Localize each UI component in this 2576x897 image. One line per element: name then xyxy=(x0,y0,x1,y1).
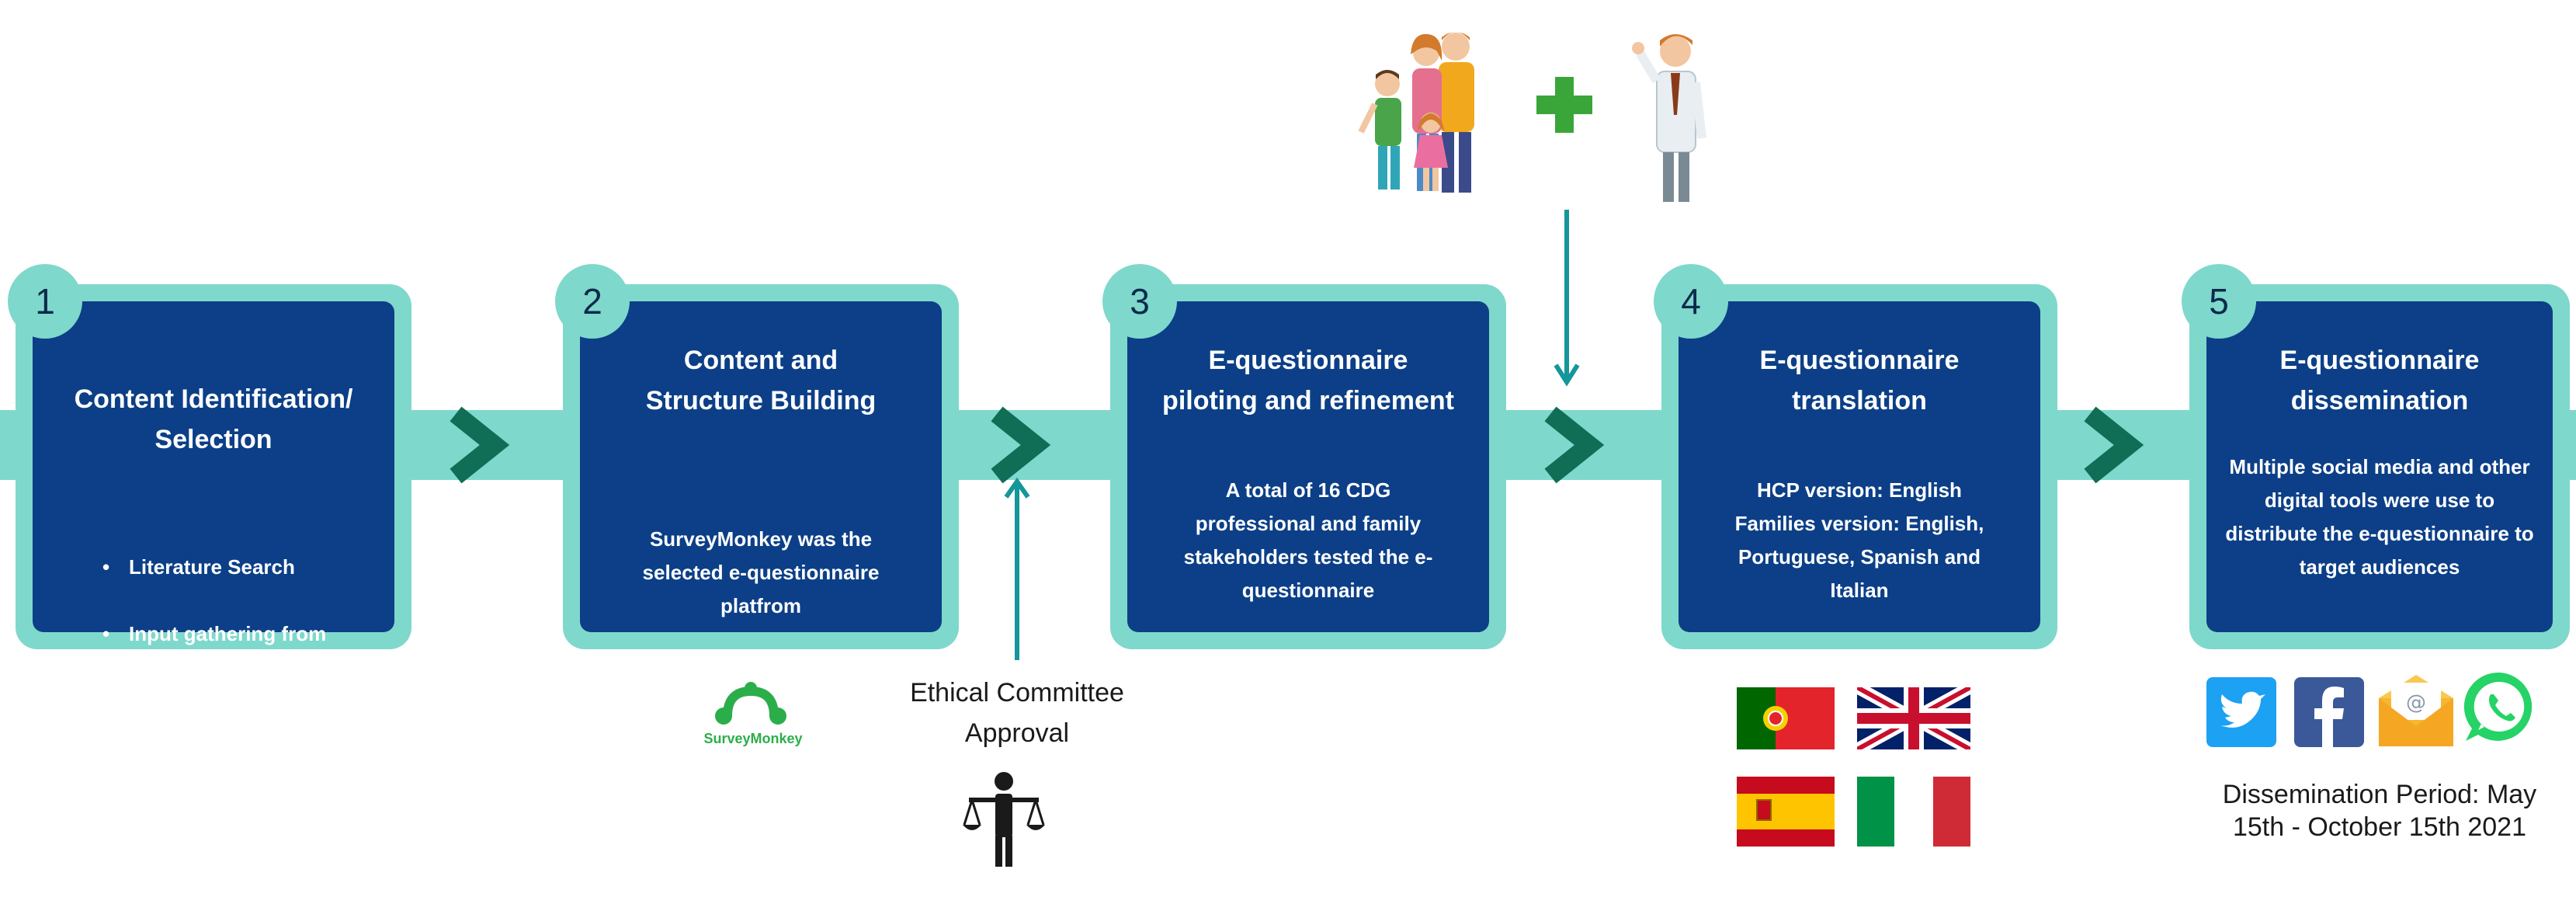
doctor-icon xyxy=(1632,34,1706,202)
step-3-description: A total of 16 CDG professional and famil… xyxy=(1183,478,1433,602)
uk-flag-icon xyxy=(1857,687,1970,749)
step-3-box: E-questionnaire piloting and refinement … xyxy=(1127,301,1489,632)
arrow-up-icon xyxy=(1004,477,1030,660)
chevron-right-icon xyxy=(991,406,1051,484)
plus-icon xyxy=(1536,77,1592,133)
step-2-number: 2 xyxy=(555,264,630,339)
whatsapp-icon xyxy=(2463,672,2533,741)
step-5-card: E-questionnaire dissemination Multiple s… xyxy=(2182,264,2570,649)
step-1-title: Content Identification/ Selection xyxy=(74,384,353,454)
step-1-card: Content Identification/ Selection •Liter… xyxy=(8,264,411,679)
facebook-icon xyxy=(2294,677,2364,747)
step-4-number: 4 xyxy=(1654,264,1728,339)
chevron-right-icon xyxy=(450,406,510,484)
step-1-number: 1 xyxy=(8,264,82,339)
step-5-number: 5 xyxy=(2182,264,2256,339)
step-3-title: E-questionnaire piloting and refinement xyxy=(1162,346,1454,415)
italy-flag-icon xyxy=(1857,777,1970,847)
scales-of-justice-icon xyxy=(963,772,1045,867)
step-2-description: SurveyMonkey was the selected e-question… xyxy=(642,527,880,617)
step-1-bullets: •Literature Search •Input gathering from… xyxy=(48,517,379,718)
step-4-card: E-questionnaire translation HCP version:… xyxy=(1654,264,2057,649)
step-2-title: Content and Structure Building xyxy=(645,346,877,415)
step-1-box: Content Identification/ Selection •Liter… xyxy=(33,301,394,679)
step-1-bullet-1-text: Literature Search xyxy=(129,555,295,579)
svg-text:@: @ xyxy=(2406,691,2426,714)
step-2-box: Content and Structure Building SurveyMon… xyxy=(580,301,942,632)
step-5-box: E-questionnaire dissemination Multiple s… xyxy=(2206,301,2553,632)
step-4-box: E-questionnaire translation HCP version:… xyxy=(1679,301,2040,632)
twitter-icon xyxy=(2206,677,2276,747)
email-icon: @ xyxy=(2379,675,2453,746)
ethical-committee-label: Ethical Committee Approval xyxy=(910,678,1124,748)
surveymonkey-logo-icon xyxy=(715,682,786,725)
arrow-down-icon xyxy=(1554,210,1580,387)
chevron-right-icon xyxy=(2084,406,2144,484)
step-1-bullet-2-text: Input gathering from the CDG community xyxy=(129,622,327,679)
step-1-bullet-2: •Input gathering from the CDG community xyxy=(102,617,379,684)
step-4-description: HCP version: English Families version: E… xyxy=(1734,478,1984,602)
step-1-bullet-1: •Literature Search xyxy=(102,551,379,584)
step-5-title: E-questionnaire dissemination xyxy=(2279,346,2480,415)
chevron-right-icon xyxy=(1544,406,1605,484)
step-3-card: E-questionnaire piloting and refinement … xyxy=(1102,264,1506,649)
step-3-number: 3 xyxy=(1102,264,1177,339)
surveymonkey-logo-text: SurveyMonkey xyxy=(703,731,803,746)
step-4-title: E-questionnaire translation xyxy=(1759,346,1960,415)
portugal-flag-icon xyxy=(1737,687,1835,749)
family-icon xyxy=(1358,32,1474,193)
dissemination-period-label: Dissemination Period: May 15th - October… xyxy=(2222,780,2537,842)
step-5-description: Multiple social media and other digital … xyxy=(2225,455,2534,579)
spain-flag-icon xyxy=(1737,777,1835,847)
step-2-card: Content and Structure Building SurveyMon… xyxy=(555,264,959,649)
